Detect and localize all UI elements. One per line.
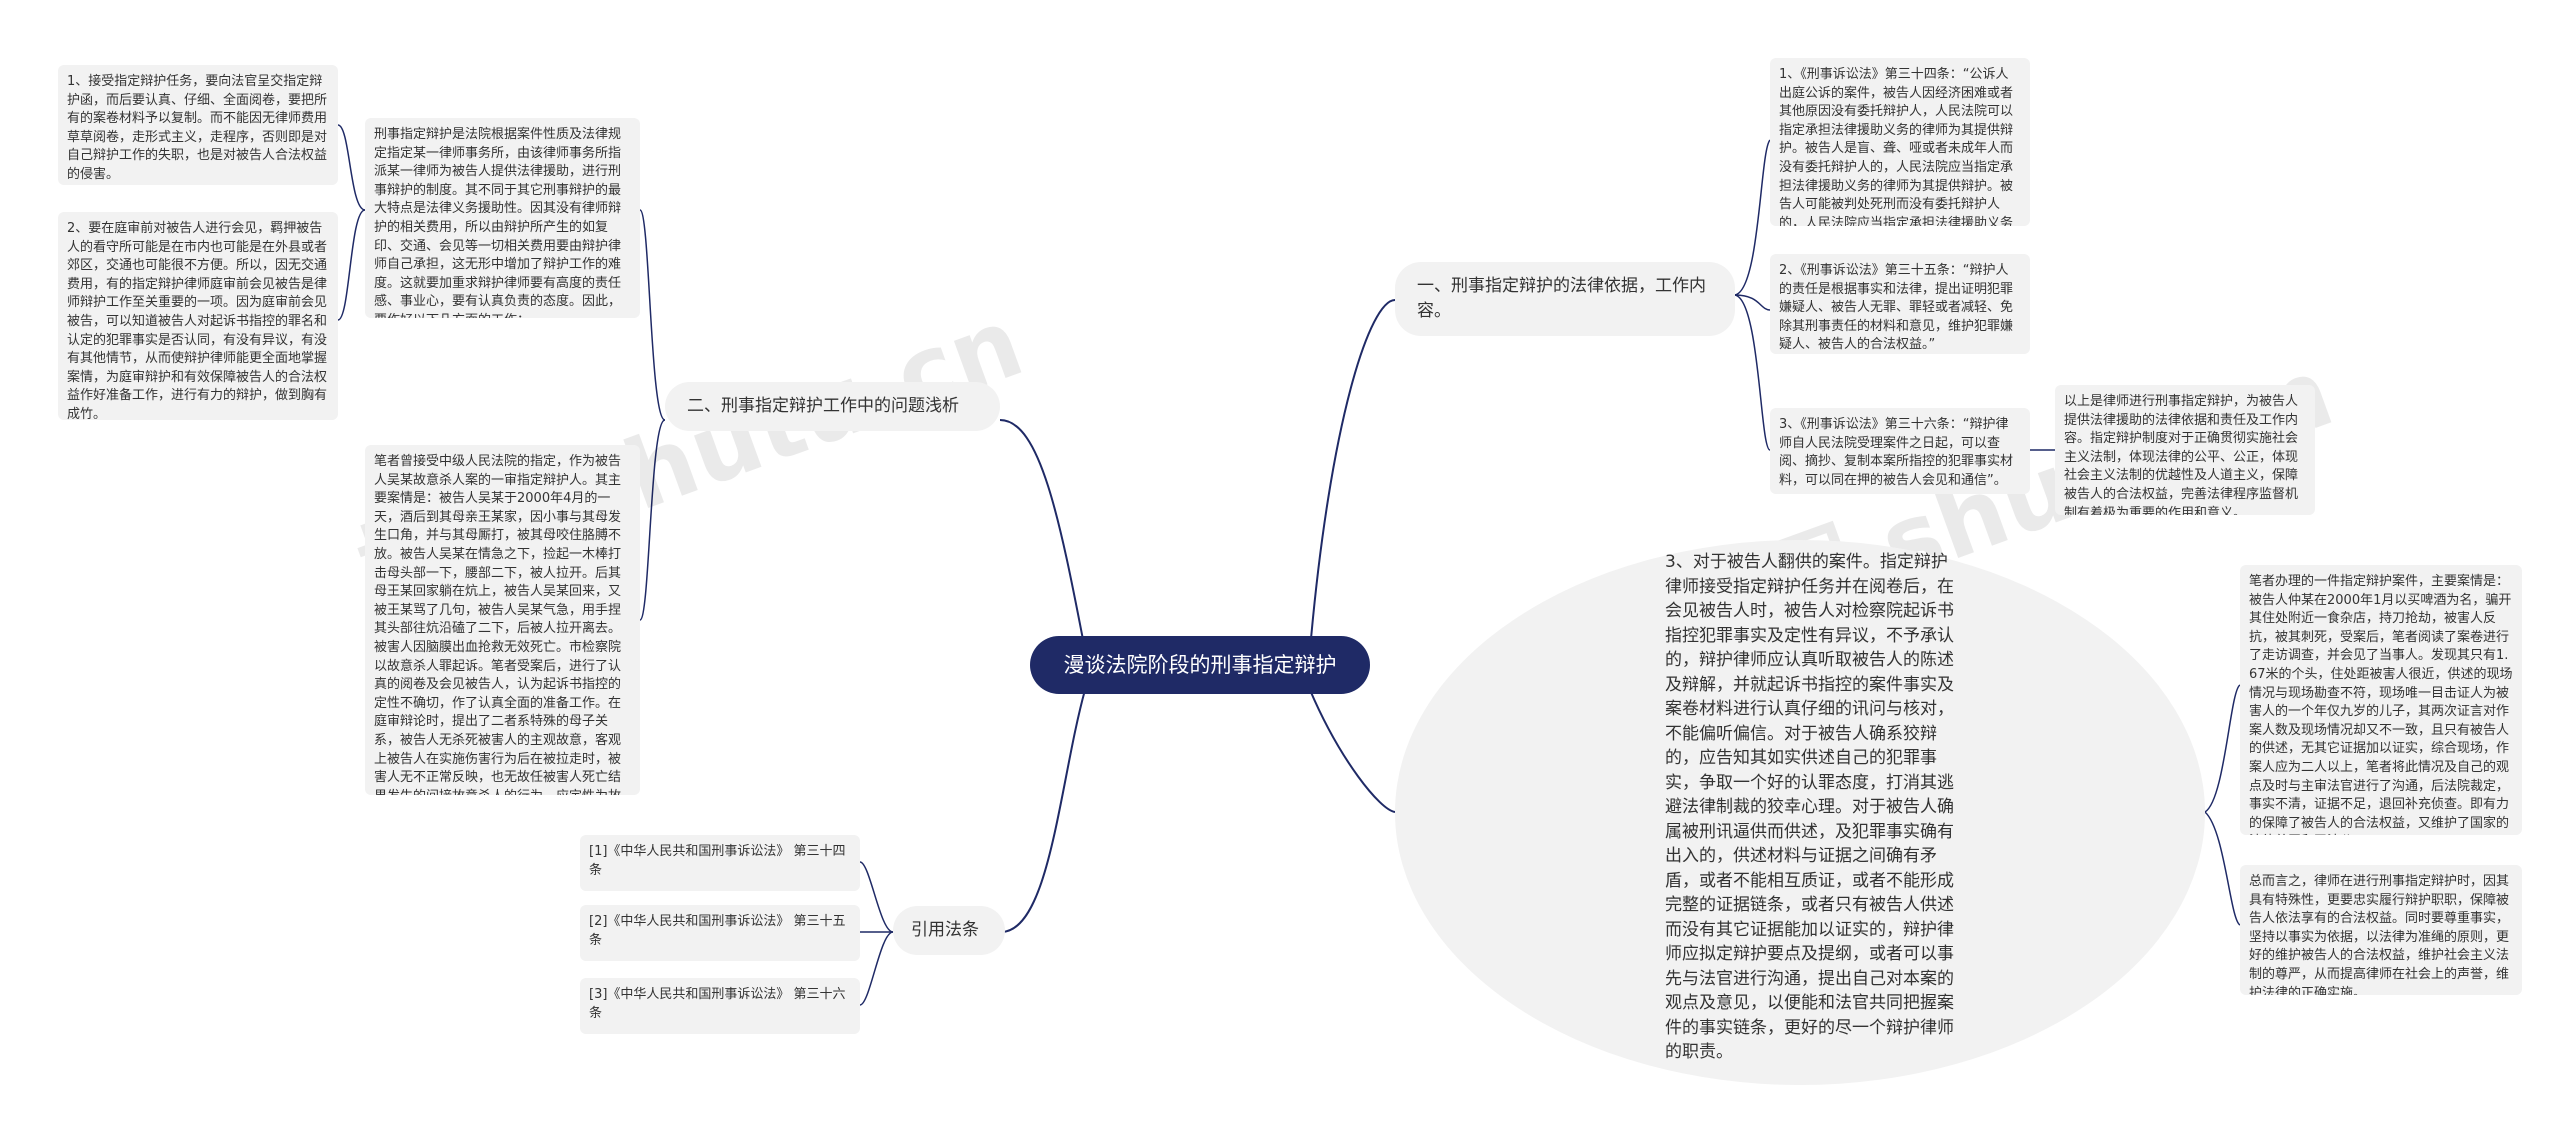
leaf-article-34[interactable]: 1、《刑事诉讼法》第三十四条：“公诉人出庭公诉的案件，被告人因经济困难或者其他原… <box>1770 58 2030 226</box>
leaf-conclusion[interactable]: 总而言之，律师在进行刑事指定辩护时，因其具有特殊性，更要忠实履行辩护职职，保障被… <box>2240 865 2522 995</box>
leaf-intro[interactable]: 刑事指定辩护是法院根据案件性质及法律规定指定某一律师事务所，由该律师事务所指派某… <box>365 118 640 318</box>
leaf-meet-defendant[interactable]: 2、要在庭审前对被告人进行会见，羁押被告人的看守所可能是在市内也可能是在外县或者… <box>58 212 338 420</box>
leaf-text: 刑事指定辩护是法院根据案件性质及法律规定指定某一律师事务所，由该律师事务所指派某… <box>374 127 622 318</box>
link-b1-item1 <box>1734 139 1771 296</box>
link-b2-intro <box>639 209 666 421</box>
branch-problem-analysis[interactable]: 二、刑事指定辩护工作中的问题浅析 <box>665 382 1000 431</box>
leaf-text: 3、《刑事诉讼法》第三十六条：“辩护律师自人民法院受理案件之日起，可以查阅、摘抄… <box>1779 417 2014 488</box>
root-topic[interactable]: 漫谈法院阶段的刑事指定辩护 <box>1030 636 1370 694</box>
link-root-big <box>1309 689 1396 813</box>
branch-legal-basis[interactable]: 一、刑事指定辩护的法律依据，工作内容。 <box>1395 262 1735 336</box>
root-label: 漫谈法院阶段的刑事指定辩护 <box>1063 653 1337 677</box>
link-b2-case <box>639 419 666 621</box>
leaf-text: [3]《中华人民共和国刑事诉讼法》 第三十六条 <box>589 987 846 1021</box>
leaf-basis-summary[interactable]: 以上是律师进行刑事指定辩护，为被告人提供法律援助的法律依据和责任及工作内容。指定… <box>2055 385 2315 515</box>
leaf-law-34[interactable]: [1]《中华人民共和国刑事诉讼法》 第三十四条 <box>580 835 860 891</box>
branch-cited-laws-label: 引用法条 <box>911 920 979 940</box>
leaf-retracted-confession[interactable]: 3、对于被告人翻供的案件。指定辩护律师接受指定辩护任务并在阅卷后，在会见被告人时… <box>1395 540 2205 1085</box>
link-intro-item2 <box>337 209 366 321</box>
branch-problem-analysis-label: 二、刑事指定辩护工作中的问题浅析 <box>687 396 959 416</box>
link-root-branch2 <box>999 419 1086 651</box>
link-big-item1 <box>2204 684 2241 813</box>
link-big-item2 <box>2204 811 2241 926</box>
link-laws-item3 <box>859 931 894 1006</box>
leaf-law-36[interactable]: [3]《中华人民共和国刑事诉讼法》 第三十六条 <box>580 978 860 1034</box>
leaf-read-files[interactable]: 1、接受指定辩护任务，要向法官呈交指定辩护函，而后要认真、仔细、全面阅卷，要把所… <box>58 65 338 185</box>
link-laws-item1 <box>859 861 894 933</box>
leaf-text: 笔者办理的一件指定辩护案件，主要案情是：被告人仲某在2000年1月以买啤酒为名，… <box>2249 574 2513 835</box>
leaf-law-35[interactable]: [2]《中华人民共和国刑事诉讼法》 第三十五条 <box>580 905 860 961</box>
leaf-article-35[interactable]: 2、《刑事诉讼法》第三十五条：“辩护人的责任是根据事实和法律，提出证明犯罪嫌疑人… <box>1770 254 2030 354</box>
leaf-text: 笔者曾接受中级人民法院的指定，作为被告人吴某故意杀人案的一审指定辩护人。其主要案… <box>374 454 622 795</box>
leaf-text: 1、接受指定辩护任务，要向法官呈交指定辩护函，而后要认真、仔细、全面阅卷，要把所… <box>67 74 328 182</box>
link-root-laws <box>1001 689 1086 933</box>
leaf-text: 3、对于被告人翻供的案件。指定辩护律师接受指定辩护任务并在阅卷后，在会见被告人时… <box>1665 552 1954 1062</box>
link-b1-item2 <box>1734 294 1771 311</box>
link-intro-item1 <box>337 124 366 211</box>
leaf-case-zhong[interactable]: 笔者办理的一件指定辩护案件，主要案情是：被告人仲某在2000年1月以买啤酒为名，… <box>2240 565 2522 835</box>
leaf-text: 1、《刑事诉讼法》第三十四条：“公诉人出庭公诉的案件，被告人因经济困难或者其他原… <box>1779 67 2014 226</box>
branch-cited-laws[interactable]: 引用法条 <box>893 906 1005 955</box>
leaf-text: [2]《中华人民共和国刑事诉讼法》 第三十五条 <box>589 914 846 948</box>
leaf-text: 总而言之，律师在进行刑事指定辩护时，因其具有特殊性，更要忠实履行辩护职职，保障被… <box>2249 874 2510 995</box>
branch-legal-basis-label: 一、刑事指定辩护的法律依据，工作内容。 <box>1417 276 1706 321</box>
leaf-text: 以上是律师进行刑事指定辩护，为被告人提供法律援助的法律依据和责任及工作内容。指定… <box>2064 394 2299 515</box>
leaf-text: 2、要在庭审前对被告人进行会见，羁押被告人的看守所可能是在市内也可能是在外县或者… <box>67 221 328 420</box>
link-root-branch1 <box>1309 299 1396 651</box>
leaf-text: [1]《中华人民共和国刑事诉讼法》 第三十四条 <box>589 844 846 878</box>
link-b1-item3 <box>1734 294 1771 451</box>
leaf-text: 2、《刑事诉讼法》第三十五条：“辩护人的责任是根据事实和法律，提出证明犯罪嫌疑人… <box>1779 263 2014 353</box>
leaf-article-36[interactable]: 3、《刑事诉讼法》第三十六条：“辩护律师自人民法院受理案件之日起，可以查阅、摘抄… <box>1770 408 2030 494</box>
leaf-case-wu[interactable]: 笔者曾接受中级人民法院的指定，作为被告人吴某故意杀人案的一审指定辩护人。其主要案… <box>365 445 640 795</box>
